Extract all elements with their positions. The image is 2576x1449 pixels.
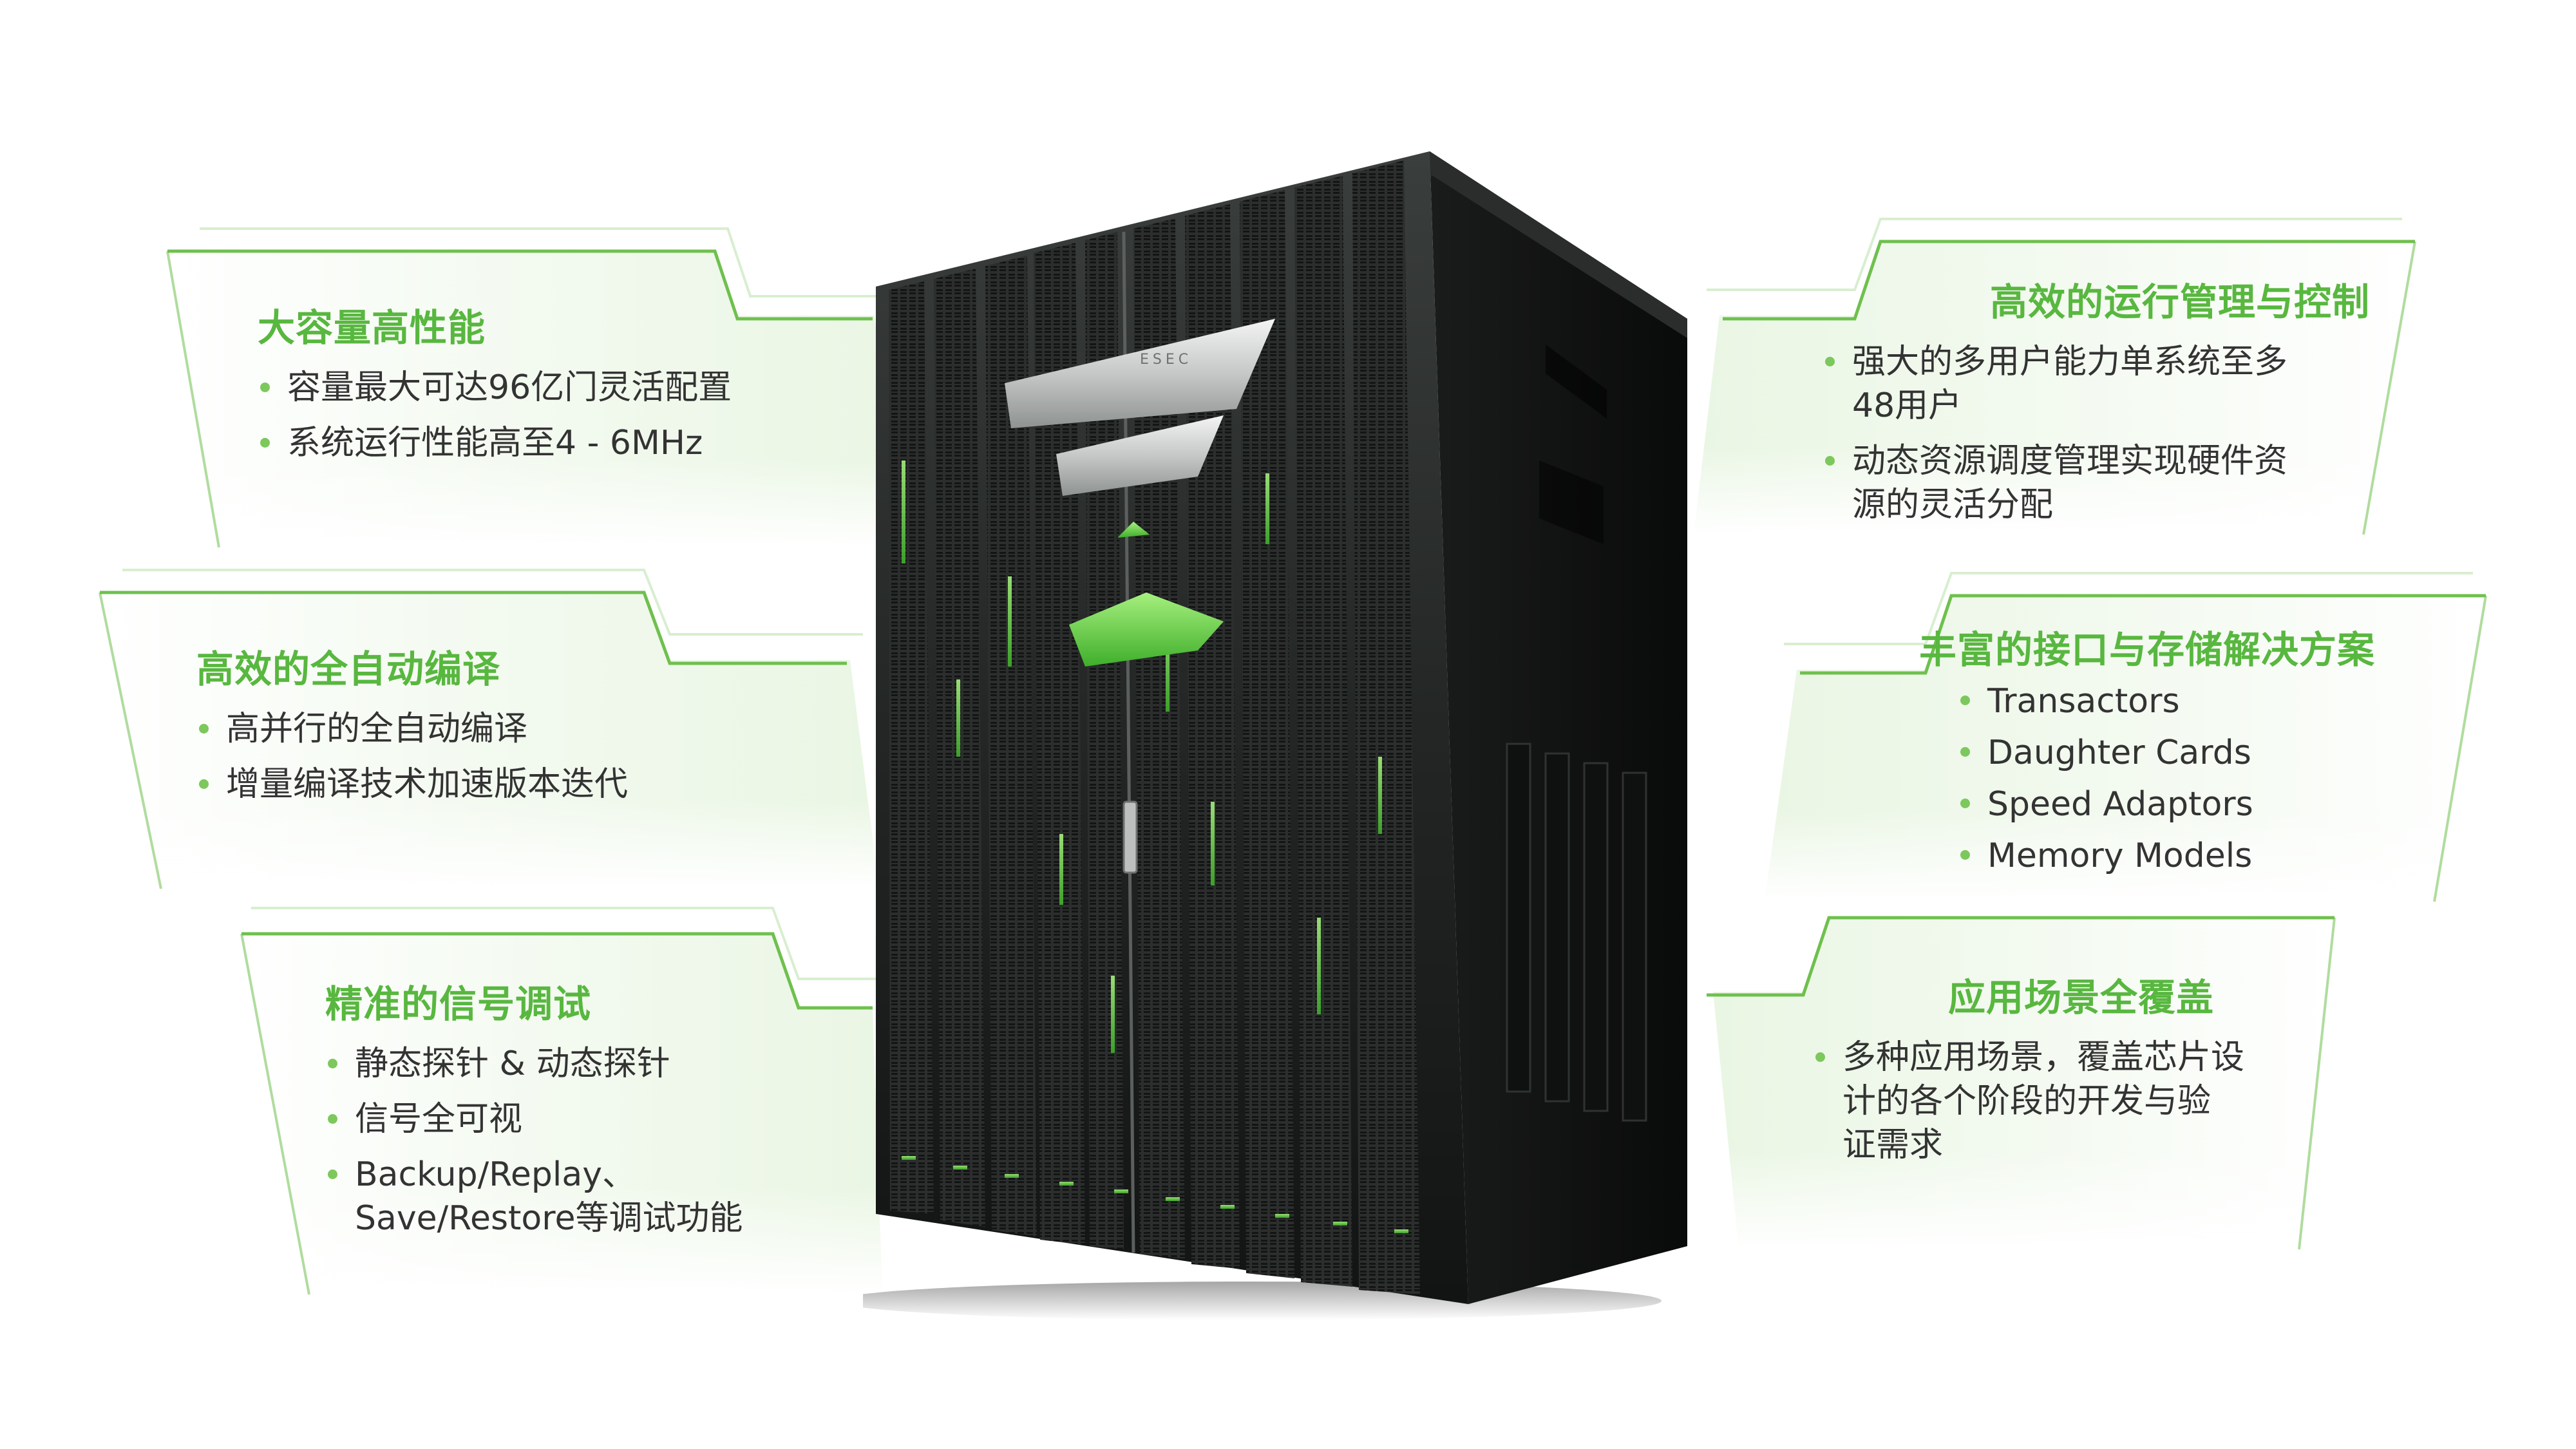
feature-panel-capacity: 大容量高性能 容量最大可达96亿门灵活配置 系统运行性能高至4 - 6MHz <box>161 225 902 560</box>
feature-panel-management: 高效的运行管理与控制 强大的多用户能力单系统至多 48用户 动态资源调度管理实现… <box>1687 213 2434 547</box>
bullet-item: 静态探针 & 动态探针 <box>325 1042 743 1086</box>
panel-title: 丰富的接口与存储解决方案 <box>1919 628 2376 672</box>
emulator-cabinet-image: ESEC <box>863 151 1687 1320</box>
bullet-list: 高并行的全自动编译 增量编译技术加速版本迭代 <box>196 707 628 806</box>
panel-title: 大容量高性能 <box>258 306 486 350</box>
bullet-item: Memory Models <box>1958 833 2375 878</box>
bullet-item: 高并行的全自动编译 <box>196 707 628 751</box>
panel-title: 应用场景全覆盖 <box>1948 976 2215 1019</box>
bullet-item: 动态资源调度管理实现硬件资 源的灵活分配 <box>1823 439 2370 527</box>
bullet-list: 多种应用场景，覆盖芯片设 计的各个阶段的开发与验 证需求 <box>1813 1036 2244 1167</box>
feature-panel-scenarios: 应用场景全覆盖 多种应用场景，覆盖芯片设 计的各个阶段的开发与验 证需求 <box>1700 902 2344 1262</box>
panel-title: 精准的信号调试 <box>325 982 592 1026</box>
bullet-list: 强大的多用户能力单系统至多 48用户 动态资源调度管理实现硬件资 源的灵活分配 <box>1823 340 2370 527</box>
bullet-item: 系统运行性能高至4 - 6MHz <box>258 421 732 465</box>
bullet-list: 静态探针 & 动态探针 信号全可视 Backup/Replay、 Save/Re… <box>325 1042 743 1240</box>
panel-frame <box>99 569 879 889</box>
cabinet-logo-mark <box>1005 319 1275 667</box>
panel-frame <box>1694 218 2416 535</box>
panel-frame <box>166 227 900 548</box>
bullet-item: 容量最大可达96亿门灵活配置 <box>258 366 732 410</box>
bullet-item: 信号全可视 <box>325 1097 743 1141</box>
bullet-list: 容量最大可达96亿门灵活配置 系统运行性能高至4 - 6MHz <box>258 366 732 465</box>
feature-panel-interfaces: 丰富的接口与存储解决方案 Transactors Daughter Cards … <box>1739 567 2492 914</box>
panel-frame <box>1707 916 2336 1250</box>
panel-title: 高效的全自动编译 <box>196 647 501 691</box>
bullet-item: Speed Adaptors <box>1958 782 2375 827</box>
front-grille <box>889 160 1420 1294</box>
bullet-item: Daughter Cards <box>1958 730 2375 775</box>
bullet-item: 多种应用场景，覆盖芯片设 计的各个阶段的开发与验 证需求 <box>1813 1036 2244 1167</box>
panel-frame <box>1765 572 2487 902</box>
bullet-item: Backup/Replay、 Save/Restore等调试功能 <box>325 1153 743 1240</box>
bullet-item: Transactors <box>1958 679 2375 724</box>
panel-title: 高效的运行管理与控制 <box>1990 280 2371 324</box>
cabinet-badge-text: ESEC <box>1140 352 1192 368</box>
bullet-item: 强大的多用户能力单系统至多 48用户 <box>1823 340 2370 428</box>
feature-panel-compile: 高效的全自动编译 高并行的全自动编译 增量编译技术加速版本迭代 <box>90 567 882 902</box>
bullet-list: Transactors Daughter Cards Speed Adaptor… <box>1958 679 2375 878</box>
bullet-item: 增量编译技术加速版本迭代 <box>196 762 628 806</box>
door-handle <box>1122 800 1138 874</box>
panel-frame <box>240 907 882 1295</box>
feature-panel-debug: 精准的信号调试 静态探针 & 动态探针 信号全可视 Backup/Replay、… <box>232 895 889 1307</box>
